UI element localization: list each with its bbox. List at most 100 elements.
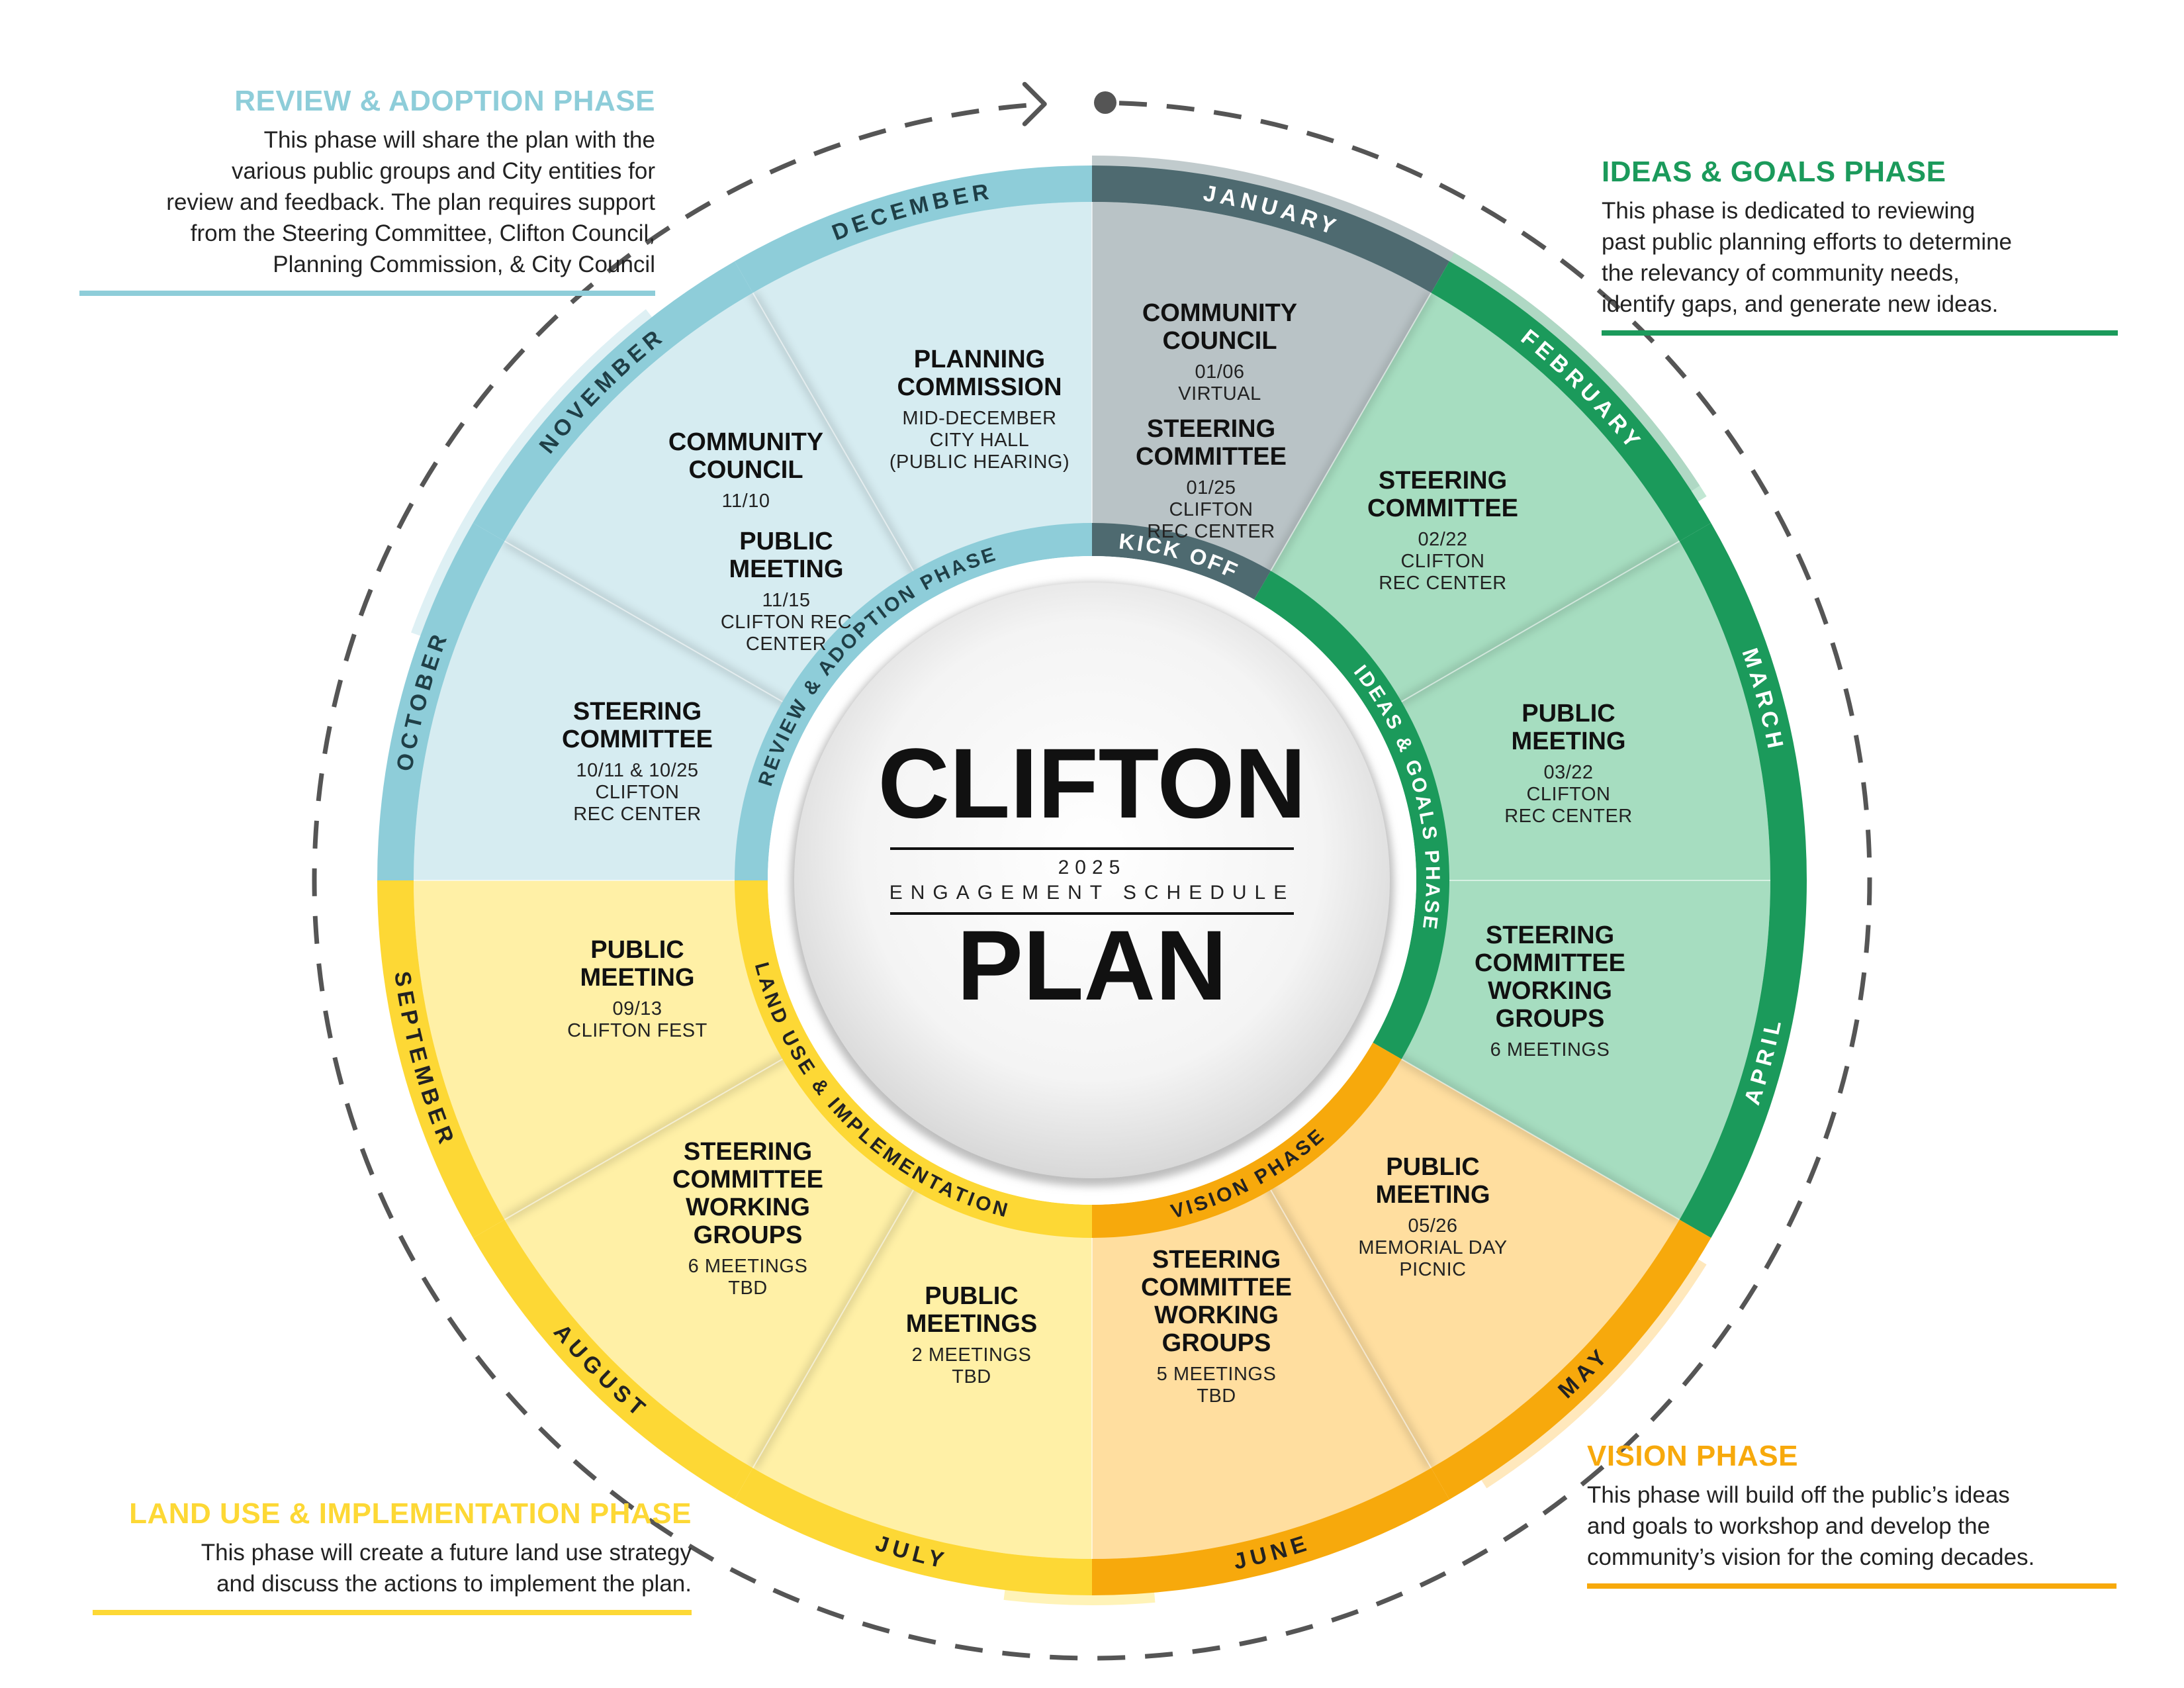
month-ring-band [1679,523,1807,880]
timeline-start-dot [1094,91,1116,114]
segment-october [414,541,803,880]
review-phase-text: This phase will share the plan with the … [79,124,655,280]
event-title-line: GROUPS [1162,1329,1271,1357]
event-detail-line: CLIFTON [1169,499,1253,520]
event-detail-line: 10/11 & 10/25 [576,760,699,781]
event-detail-line: REC CENTER [1147,521,1275,542]
event-detail-line: 11/10 [722,491,770,512]
segment-divider-line [752,1169,926,1469]
event-detail-line: VIRTUAL [1178,383,1261,404]
month-ring-band [1092,165,1449,293]
review-text-line: Planning Commission, & City Council [273,252,655,277]
segment-divider-line [1258,1169,1432,1469]
event-detail-line: TBD [952,1366,991,1387]
ideas-text-line: past public planning efforts to determin… [1602,229,2013,255]
vision-text-line: and goals to workshop and develop the [1587,1513,1991,1539]
segment-divider-line [1381,1047,1680,1221]
event-title-line: STEERING [684,1138,812,1166]
segment-january [1092,202,1432,591]
review-text-line: various public groups and City entities … [231,158,655,184]
center-disc [794,583,1390,1178]
event-detail-line: CENTER [746,633,827,655]
event-detail-line: 5 MEETINGS [1157,1364,1277,1385]
month-ring-band [1679,880,1807,1238]
event-title-line: GROUPS [1496,1005,1605,1033]
month-ring-band [1092,1468,1449,1595]
event-detail-line: PICNIC [1399,1259,1466,1280]
event-detail-line: 6 MEETINGS [1490,1039,1610,1060]
event-detail-line: MID-DECEMBER [902,408,1056,429]
landuse-phase-text: This phase will create a future land use… [93,1537,692,1599]
event-title-line: COMMITTEE [1136,443,1287,471]
segment-march [1381,541,1770,880]
event-title-line: STEERING [1379,467,1507,494]
event-title-line: STEERING [1486,921,1614,949]
segment-april [1381,880,1770,1220]
phase-ring-review [735,523,1092,880]
phase-ring-ideas [1254,571,1449,1059]
event-detail-line: CITY HALL [930,430,1030,451]
event-detail-line: REC CENTER [1379,573,1507,594]
event-title-line: WORKING [1488,977,1612,1005]
segment-july [752,1170,1092,1559]
vision-phase-description: VISION PHASE This phase will build off t… [1587,1440,2116,1589]
month-ring-band [1431,261,1711,541]
event-title-line: COMMITTEE [1475,949,1625,977]
review-text-line: review and feedback. The plan requires s… [166,189,655,215]
month-ring-band [1431,1219,1711,1500]
event-title-line: COUNCIL [1162,327,1277,355]
ideas-text-line: identify gaps, and generate new ideas. [1602,291,1999,317]
phase-ring-vision [1092,1043,1402,1238]
event-detail-line: 6 MEETINGS [688,1256,808,1277]
event-title-line: STEERING [573,698,702,726]
event-title-line: MEETING [729,555,843,583]
event-title-line: STEERING [1152,1246,1281,1274]
event-title-line: PUBLIC [1522,700,1615,727]
title-subtitle: ENGAGEMENT SCHEDULE [889,882,1295,904]
vision-text-line: community’s vision for the coming decade… [1587,1544,2035,1570]
phase-ring-kickoff [1092,523,1271,600]
segment-november [504,293,925,714]
segment-february [1259,293,1680,714]
month-ring-band [735,165,1092,293]
event-title-line: COMMUNITY [1142,299,1297,327]
event-detail-line: TBD [728,1278,768,1299]
event-detail-line: 01/25 [1186,477,1236,498]
event-title-line: COMMUNITY [668,428,823,456]
event-title-line: PUBLIC [739,528,833,555]
vision-text-line: This phase will build off the public’s i… [1587,1482,2010,1508]
timeline-arrow-icon [1022,81,1047,126]
ideas-phase-description: IDEAS & GOALS PHASE This phase is dedica… [1602,156,2118,336]
segment-divider-line [1258,292,1432,592]
event-title-line: COMMITTEE [672,1166,823,1194]
review-phase-heading: REVIEW & ADOPTION PHASE [234,85,655,117]
event-detail-line: 01/06 [1195,361,1244,383]
event-detail-line: CLIFTON [595,782,679,803]
landuse-phase-heading: LAND USE & IMPLEMENTATION PHASE [129,1497,692,1530]
segment-divider-line [752,292,926,592]
event-detail-line: 05/26 [1408,1215,1457,1237]
review-text-line: from the Steering Committee, Clifton Cou… [190,220,655,246]
event-detail-line: CLIFTON [1526,784,1610,805]
event-detail-line: REC CENTER [573,804,702,825]
event-title-line: COUNCIL [688,456,803,484]
event-detail-line: 03/22 [1543,762,1593,783]
month-ring-band [473,261,753,541]
event-title-line: COMMISSION [897,373,1062,401]
segment-divider-line [504,540,803,714]
month-ring-band [735,1468,1092,1595]
event-detail-line: CLIFTON [1400,551,1484,572]
